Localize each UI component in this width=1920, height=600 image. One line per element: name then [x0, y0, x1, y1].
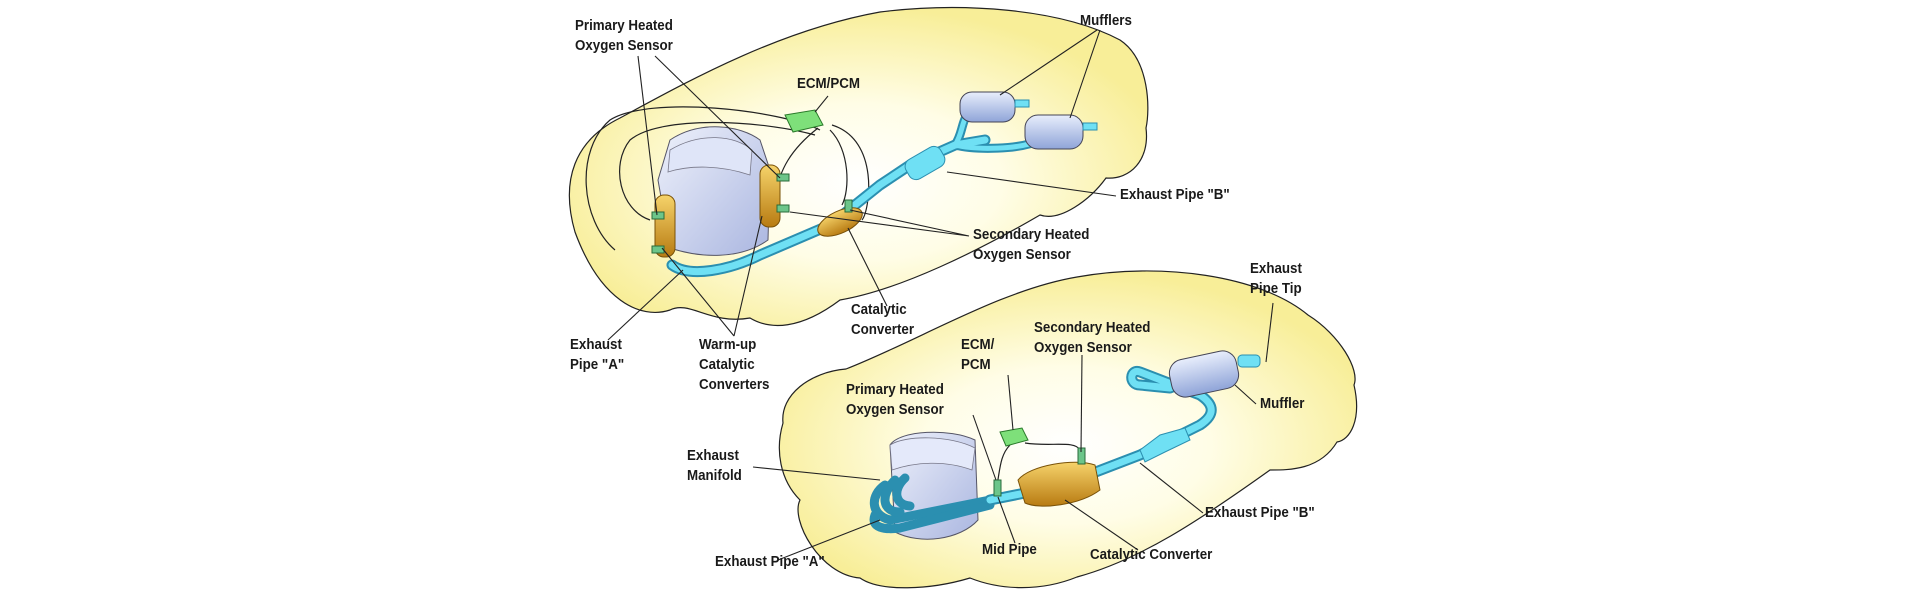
label-line: Catalytic	[851, 302, 907, 318]
label-ecm-pcm-top: ECM/PCM	[797, 74, 860, 94]
label-catalytic-converter-bottom: Catalytic Converter	[1090, 545, 1212, 565]
label-line: Pipe Tip	[1250, 281, 1302, 297]
label-ecm-pcm-bottom: ECM/PCM	[961, 335, 994, 375]
label-line: Manifold	[687, 468, 742, 484]
label-mufflers: Mufflers	[1080, 11, 1132, 31]
label-line: Exhaust	[570, 337, 622, 353]
label-line: Warm-up	[699, 337, 757, 353]
label-line: Mufflers	[1080, 13, 1132, 29]
exhaust-manifold-bottom	[869, 473, 995, 534]
label-line: Converters	[699, 377, 770, 393]
oxygen-sensors-top	[651, 173, 853, 254]
label-line: Mid Pipe	[982, 542, 1037, 558]
label-line: ECM/	[961, 337, 995, 353]
label-line: Exhaust	[1250, 261, 1302, 277]
mufflers-top	[959, 91, 1098, 150]
label-line: Primary Heated	[575, 18, 673, 34]
label-muffler: Muffler	[1260, 394, 1304, 414]
leader-lines	[607, 29, 1274, 561]
label-line: Exhaust Pipe "A"	[715, 554, 825, 570]
wiring-harness-top	[585, 106, 870, 251]
resonator-bottom	[1139, 427, 1191, 463]
label-exhaust-pipe-a-bottom: Exhaust Pipe "A"	[715, 552, 825, 572]
label-line: Exhaust	[687, 448, 739, 464]
label-line: Catalytic Converter	[1090, 547, 1213, 563]
label-line: Secondary Heated	[973, 227, 1090, 243]
resonator-top	[904, 145, 946, 181]
label-line: ECM/PCM	[797, 76, 861, 92]
ecm-module-bottom	[999, 427, 1029, 447]
engine-top	[657, 126, 771, 256]
label-line: Catalytic	[699, 357, 755, 373]
label-exhaust-pipe-b-bottom: Exhaust Pipe "B"	[1205, 503, 1315, 523]
label-line: Muffler	[1260, 396, 1305, 412]
ecm-module-top	[784, 109, 824, 133]
label-line: Primary Heated	[846, 382, 944, 398]
muffler-bottom	[1168, 350, 1261, 398]
label-line: Oxygen Sensor	[846, 402, 944, 418]
label-line: Oxygen Sensor	[575, 38, 673, 54]
label-line: Oxygen Sensor	[1034, 340, 1132, 356]
label-exhaust-pipe-b-top: Exhaust Pipe "B"	[1120, 185, 1230, 205]
label-line: Converter	[851, 322, 915, 338]
label-line: PCM	[961, 357, 991, 373]
label-line: Oxygen Sensor	[973, 247, 1071, 263]
label-line: Pipe "A"	[570, 357, 625, 373]
catalytic-converter-bottom	[1017, 461, 1101, 507]
label-line: Exhaust Pipe "B"	[1120, 187, 1230, 203]
catalytic-converters-top	[654, 164, 863, 258]
label-line: Exhaust Pipe "B"	[1205, 505, 1315, 521]
label-mid-pipe: Mid Pipe	[982, 540, 1037, 560]
label-line: Secondary Heated	[1034, 320, 1151, 336]
